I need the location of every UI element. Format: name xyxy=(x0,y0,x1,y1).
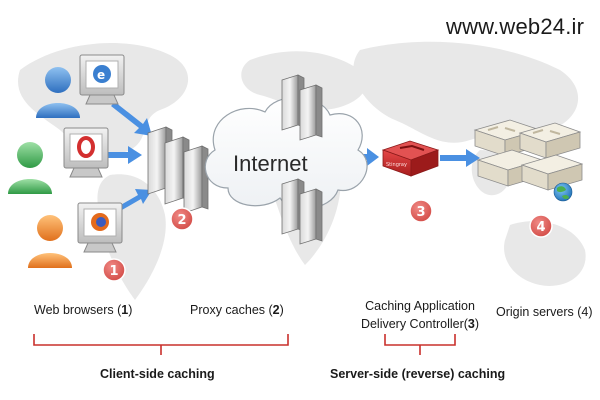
proxy-servers-icon xyxy=(147,126,209,214)
globe-icon xyxy=(553,182,573,202)
internet-servers-bottom-icon xyxy=(281,178,323,245)
arrow-browser2-proxy xyxy=(96,146,142,164)
badge-3: 3 xyxy=(409,199,433,223)
device-label-text: Stingray xyxy=(386,162,407,168)
origin-servers-label: Origin servers (4) xyxy=(496,305,593,319)
internet-cloud-icon xyxy=(204,96,368,210)
step-badges: 1 2 3 4 xyxy=(102,199,553,282)
user-blue-icon: e xyxy=(36,54,125,118)
watermark-text: www.web24.ir xyxy=(446,14,585,39)
web-browsers-label: Web browsers (1) xyxy=(34,303,133,317)
proxy-caches-label: Proxy caches (2) xyxy=(190,303,284,317)
svg-text:e: e xyxy=(97,68,105,82)
arrow-cac-origin xyxy=(440,149,480,167)
origin-servers-icon xyxy=(473,119,584,191)
internet-label: Internet xyxy=(233,151,308,176)
user-green-icon xyxy=(8,127,109,194)
client-side-bracket xyxy=(33,334,289,355)
badge-number-2: 2 xyxy=(177,213,186,228)
badge-number-4: 4 xyxy=(536,220,545,235)
badge-number-3: 3 xyxy=(416,205,425,220)
group-brackets xyxy=(33,334,456,355)
user-orange-icon xyxy=(28,202,123,268)
client-side-caching-caption: Client-side caching xyxy=(100,367,215,381)
badge-1: 1 xyxy=(102,258,126,282)
arrow-browser1-proxy xyxy=(111,102,152,136)
delivery-controller-device-icon: Stingray xyxy=(381,140,440,177)
arrow-cloud-cac xyxy=(353,148,379,166)
internet-servers-top-icon xyxy=(281,74,323,141)
badge-4: 4 xyxy=(529,214,553,238)
badge-number-1: 1 xyxy=(109,264,118,279)
server-side-caching-caption: Server-side (reverse) caching xyxy=(330,367,506,381)
server-side-bracket xyxy=(384,334,456,355)
badge-2: 2 xyxy=(170,207,194,231)
